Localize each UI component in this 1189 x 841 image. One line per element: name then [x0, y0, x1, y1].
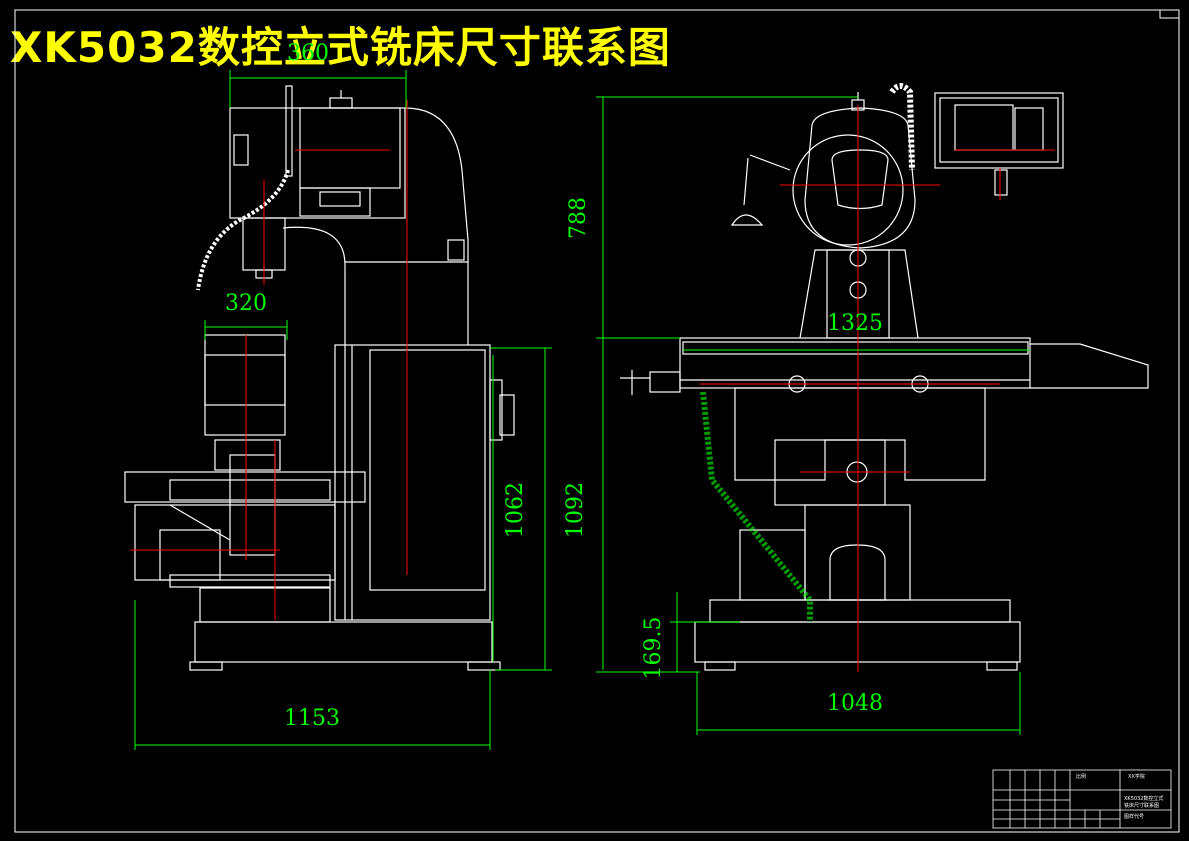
front-view	[620, 83, 1149, 671]
dim-169-5: 169.5	[641, 617, 666, 680]
drawing-frame	[14, 9, 1180, 833]
title-block	[992, 769, 1172, 829]
side-dimension-lines	[134, 70, 552, 750]
title-block-name-1: XK5032数控立式	[1124, 795, 1163, 802]
title-block-code: 图样代号	[1124, 813, 1144, 820]
dim-360: 360	[287, 41, 329, 66]
side-knee	[134, 504, 336, 581]
side-view	[124, 85, 515, 671]
dim-320: 320	[225, 291, 267, 316]
dim-1153: 1153	[284, 706, 340, 731]
side-column	[334, 344, 491, 621]
side-centerlines	[130, 100, 408, 620]
drawing-title: XK5032数控立式铣床尺寸联系图	[10, 23, 671, 72]
side-base	[194, 621, 493, 663]
side-handle	[285, 85, 293, 177]
side-table	[124, 471, 366, 503]
front-lamp	[730, 154, 791, 226]
dim-1048: 1048	[827, 691, 883, 716]
title-block-scale: 比例	[1076, 773, 1086, 780]
front-dimension-lines	[596, 96, 1030, 735]
side-ram-arch	[404, 107, 469, 345]
front-head	[804, 107, 916, 249]
dim-1092: 1092	[563, 482, 588, 538]
front-saddle	[734, 387, 986, 481]
frame-corner-mark	[1159, 9, 1180, 19]
front-control-panel	[934, 92, 1064, 169]
front-centerlines	[700, 105, 1055, 672]
title-block-name-2: 铣床尺寸联系图	[1124, 802, 1159, 809]
side-head-box	[229, 107, 406, 219]
side-saddle	[204, 334, 286, 436]
dim-1325: 1325	[827, 311, 883, 336]
dim-788: 788	[566, 197, 591, 239]
title-block-school: XX学院	[1128, 773, 1145, 780]
side-coolant-hose	[196, 169, 290, 291]
front-guide-rail	[700, 391, 813, 622]
dim-1062: 1062	[503, 482, 528, 538]
